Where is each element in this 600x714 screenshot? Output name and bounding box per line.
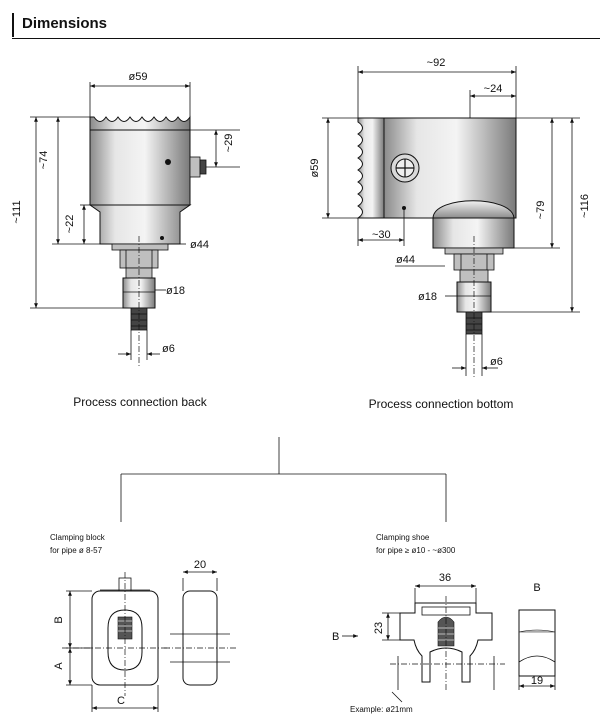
dim-label-h111: ~111 xyxy=(11,200,23,223)
header-rule xyxy=(12,38,600,39)
cable-gland-nut xyxy=(199,159,207,175)
dim-label-w92: ~92 xyxy=(427,57,446,69)
dim-label-h22: ~22 xyxy=(64,215,76,234)
example-label: Example: ø21mm xyxy=(350,705,413,714)
clamping-shoe-title: Clamping shoe xyxy=(376,533,430,542)
probe-tip xyxy=(465,311,483,335)
collar-screw xyxy=(160,236,164,240)
housing-screw xyxy=(165,159,171,165)
cable-gland xyxy=(189,156,201,178)
leader-line xyxy=(391,691,403,703)
view-process-connection-back: ø59 ~111 ~74 ~22 xyxy=(11,71,240,409)
dim-label-d6: ø6 xyxy=(490,356,503,368)
caption-bottom: Process connection bottom xyxy=(369,397,514,411)
clamping-block-subtitle: for pipe ø 8-57 xyxy=(50,546,103,555)
dim-label-h29: ~29 xyxy=(223,134,235,153)
housing-dome xyxy=(432,200,515,219)
shoe-side-view xyxy=(518,609,556,677)
dim-label-d59: ø59 xyxy=(129,71,148,83)
clamping-shoe-subtitle: for pipe ≥ ø10 - ~ø300 xyxy=(376,546,456,555)
accessory-branch xyxy=(120,437,447,522)
dim-label-d18: ø18 xyxy=(166,285,185,297)
header-bar xyxy=(12,13,14,37)
housing-collar xyxy=(88,204,192,245)
dim-label-d44: ø44 xyxy=(396,254,415,266)
dim-label-h23: 23 xyxy=(373,622,385,634)
dim-label-w36: 36 xyxy=(439,572,451,584)
view-arrow-label: B xyxy=(332,631,339,643)
flange xyxy=(111,243,169,251)
dim-label-w24: ~24 xyxy=(484,83,503,95)
clamping-block: Clamping block for pipe ø 8-57 B A C xyxy=(50,533,238,712)
caption-back: Process connection back xyxy=(73,395,207,409)
dim-label-h116: ~116 xyxy=(579,194,591,218)
section-header: Dimensions xyxy=(0,0,600,40)
knurled-cap xyxy=(356,117,385,219)
shoe-side-groove xyxy=(518,629,556,633)
sensor-housing xyxy=(89,129,191,206)
view-process-connection-bottom: ~92 ~24 ø59 xyxy=(309,57,591,411)
dim-label-d44: ø44 xyxy=(190,239,209,251)
page-title: Dimensions xyxy=(22,15,108,32)
dim-label-a: A xyxy=(53,662,65,670)
shoe-side-saddle xyxy=(518,655,556,663)
dim-label-w20: 20 xyxy=(194,559,206,571)
block-side-view xyxy=(182,590,218,686)
dim-label-h79: ~79 xyxy=(535,201,547,220)
dim-label-h74: ~74 xyxy=(38,151,50,170)
clamping-block-title: Clamping block xyxy=(50,533,106,542)
dim-label-w19: 19 xyxy=(531,675,543,687)
dim-label-d18: ø18 xyxy=(418,291,437,303)
housing-collar xyxy=(432,217,515,249)
side-view-label: B xyxy=(533,582,540,594)
dim-label-c: C xyxy=(117,695,125,707)
dim-label-w30: ~30 xyxy=(372,229,391,241)
knurled-cap xyxy=(89,115,191,131)
dim-label-d6: ø6 xyxy=(162,343,175,355)
dim-label-d59: ø59 xyxy=(309,159,321,178)
clamping-shoe: Clamping shoe for pipe ≥ ø10 - ~ø300 36 … xyxy=(332,533,556,714)
dim-label-b: B xyxy=(53,616,65,623)
